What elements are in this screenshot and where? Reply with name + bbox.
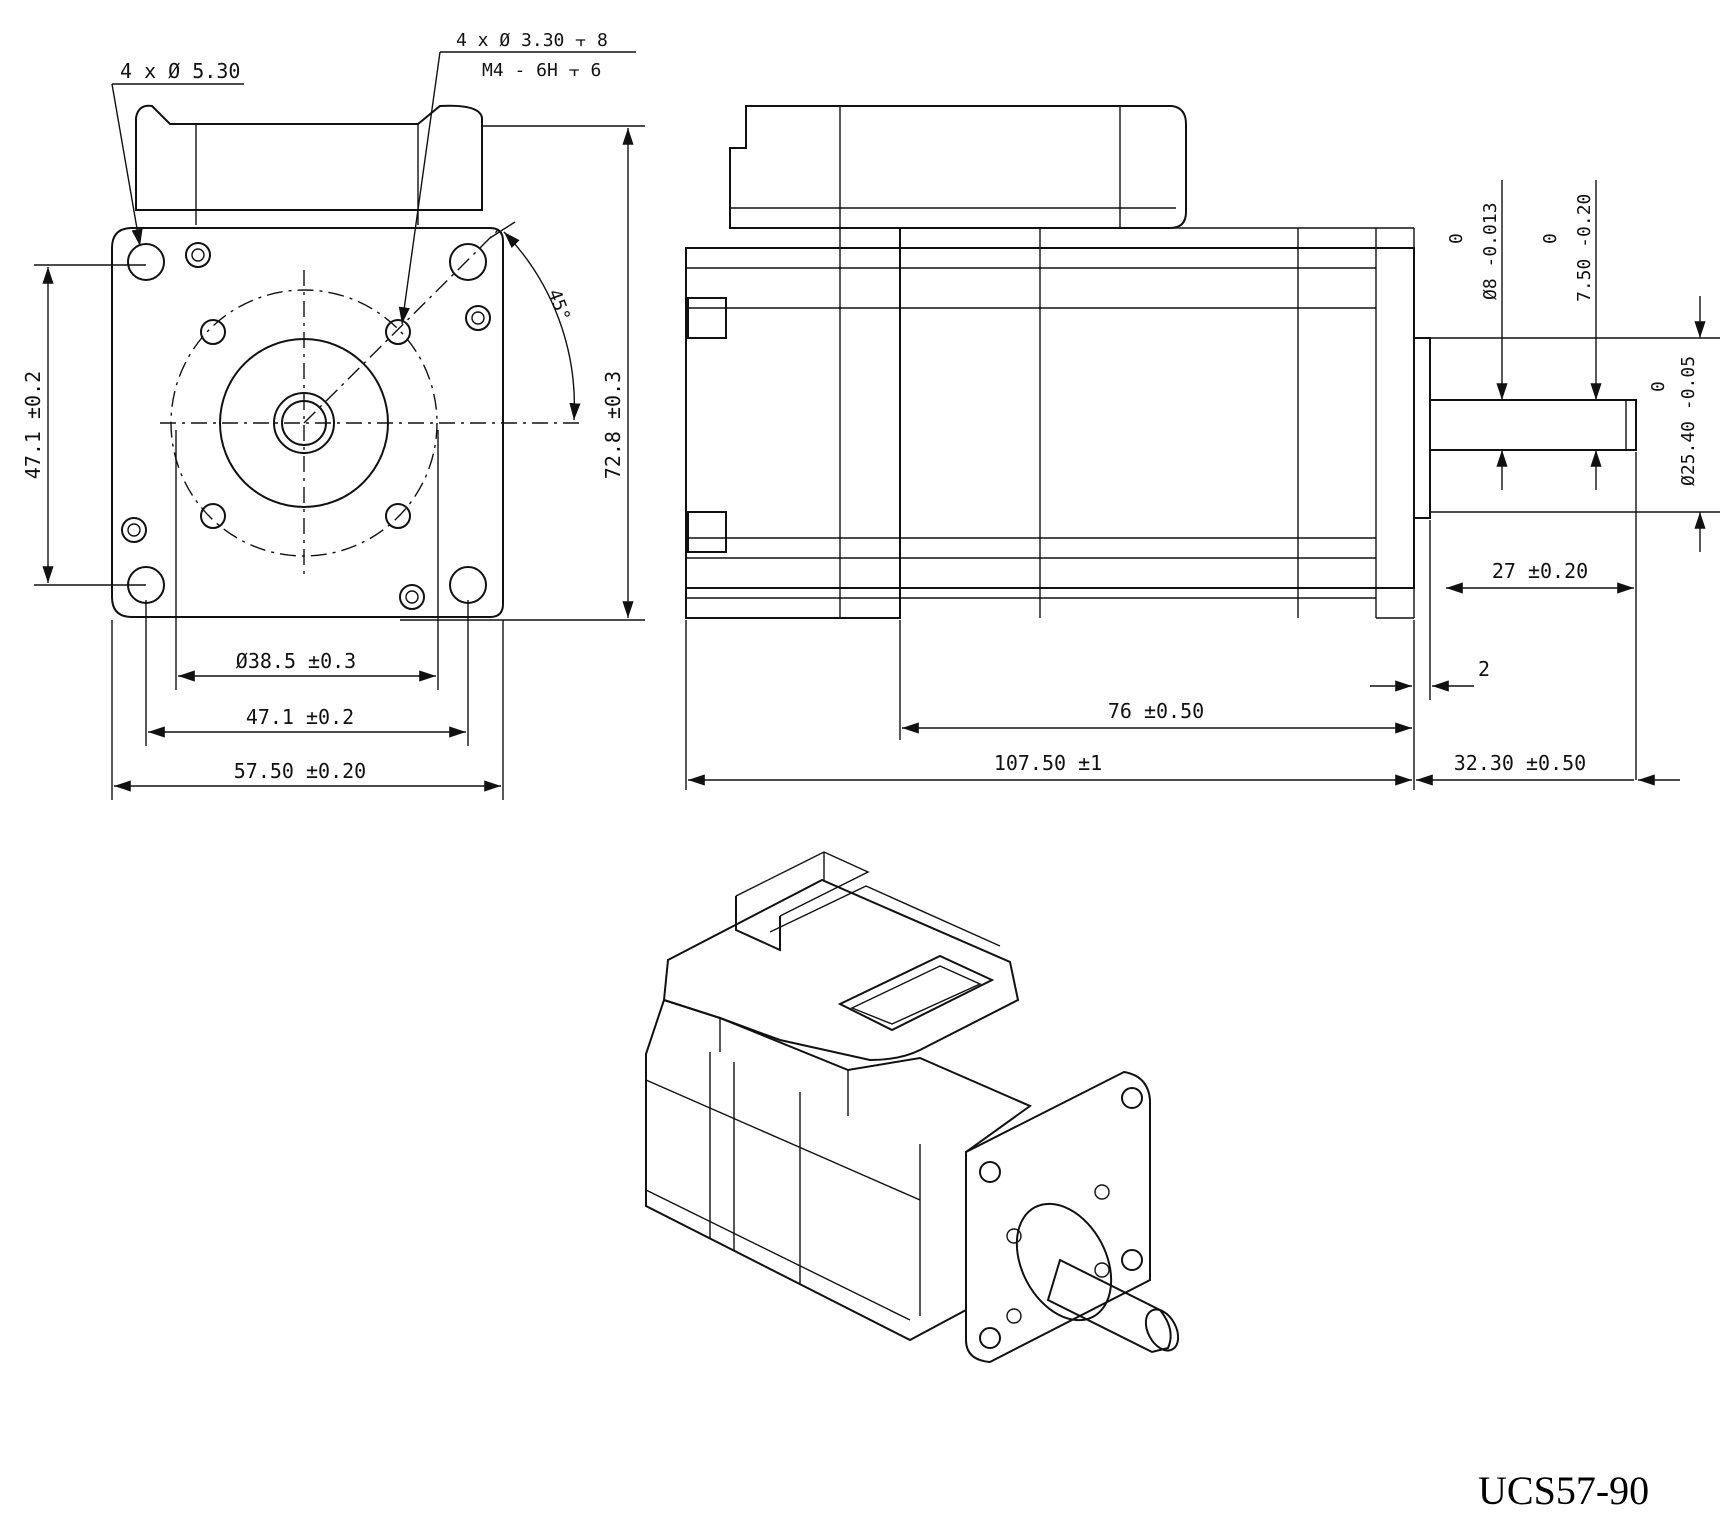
body-length-label: 76 ±0.50 <box>1108 699 1204 723</box>
flange-width-label: 57.50 ±0.20 <box>234 759 366 783</box>
flat-tol-upper: 0 <box>1540 233 1561 244</box>
flat-dim-label: 7.50 -0.20 <box>1574 194 1595 302</box>
shaft-extension-label: 32.30 ±0.50 <box>1454 751 1586 775</box>
boss-tol-upper: 0 <box>1648 381 1669 392</box>
hole-spacing-vertical-label: 47.1 ±0.2 <box>21 371 45 479</box>
model-label: UCS57-90 <box>1478 1468 1649 1513</box>
shaft-diameter-label: Ø8 -0.013 <box>1480 202 1501 300</box>
hole-spacing-horizontal-label: 47.1 ±0.2 <box>246 705 354 729</box>
hole-callout-large: 4 x Ø 5.30 <box>120 59 240 83</box>
hole-callout-small-2: M4 - 6H ⫟ 6 <box>482 60 601 81</box>
motor-body <box>685 247 1415 589</box>
iso-shaft <box>1046 1258 1172 1354</box>
hole-callout-small-1: 4 x Ø 3.30 ⫟ 8 <box>456 30 608 51</box>
isometric-view <box>645 851 1180 1364</box>
boss-height-label: 2 <box>1478 657 1490 681</box>
height-overall-label: 72.8 ±0.3 <box>601 371 625 479</box>
mounting-hole <box>449 243 487 281</box>
flange-outline <box>111 227 504 618</box>
mounting-hole <box>449 566 487 604</box>
shaft-length-label: 27 ±0.20 <box>1492 559 1588 583</box>
side-view: 0 Ø8 -0.013 0 7.50 -0.20 0 Ø25.40 -0.05 … <box>685 105 1720 790</box>
boss-diameter-label: Ø25.40 -0.05 <box>1678 356 1699 486</box>
shaft-diameter-tol-upper: 0 <box>1446 233 1467 244</box>
mounting-hole <box>127 243 165 281</box>
angle-label: 45° <box>543 287 574 325</box>
shaft <box>1429 399 1637 451</box>
pilot-diameter-label: Ø38.5 ±0.3 <box>236 649 356 673</box>
iso-flange <box>965 1070 1151 1364</box>
overall-length-label: 107.50 ±1 <box>994 751 1102 775</box>
front-view: 4 x Ø 5.30 4 x Ø 3.30 ⫟ 8 M4 - 6H ⫟ 6 45… <box>21 30 645 800</box>
